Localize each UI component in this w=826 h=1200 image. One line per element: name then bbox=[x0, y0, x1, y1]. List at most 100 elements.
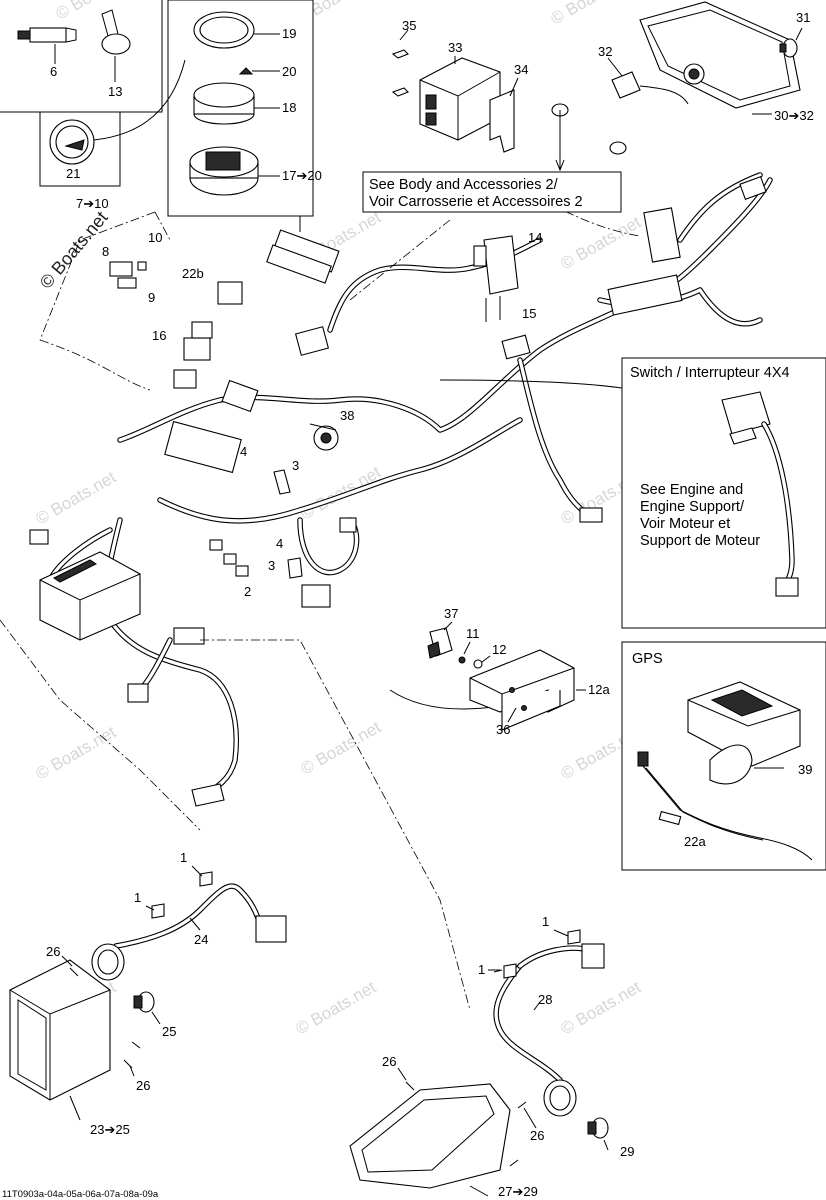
part-label: 26 bbox=[530, 1128, 544, 1143]
part-label: 21 bbox=[66, 166, 80, 181]
leader-line bbox=[93, 59, 186, 141]
part-label: 1 bbox=[478, 962, 485, 977]
fuse-block bbox=[266, 244, 332, 284]
relay-16-base bbox=[173, 369, 197, 389]
grease-tube bbox=[29, 27, 67, 43]
harness-left-drop bbox=[103, 517, 239, 798]
gps-cable-2 bbox=[645, 767, 764, 841]
socket-29-ring-inner bbox=[549, 1085, 571, 1111]
relay-22b bbox=[217, 281, 243, 305]
part-label: 22a bbox=[684, 834, 706, 849]
switch-box-title: Switch / Interrupteur 4X4 bbox=[630, 365, 790, 381]
cluster-bezel bbox=[647, 9, 791, 101]
gauge-display bbox=[205, 151, 241, 171]
module-33 bbox=[391, 29, 627, 155]
part-label: 9 bbox=[148, 290, 155, 305]
part-label: 15 bbox=[522, 306, 536, 321]
screw-26 bbox=[509, 1159, 519, 1167]
part-label: 4 bbox=[276, 536, 283, 551]
leader-line bbox=[61, 955, 73, 967]
inset-box-21 bbox=[39, 59, 186, 187]
part-label: 17➔20 bbox=[282, 168, 322, 183]
decal-21-inner bbox=[55, 125, 89, 159]
gps-box-frame bbox=[621, 641, 826, 871]
headlight-27 bbox=[349, 1083, 511, 1189]
leader-line bbox=[507, 707, 517, 723]
harness-loop-inner bbox=[298, 518, 359, 575]
watermark: © Boats.net bbox=[558, 212, 645, 273]
leader-line bbox=[129, 1065, 135, 1077]
bracket-flange bbox=[501, 690, 561, 731]
harness-branch-right-inner bbox=[518, 358, 592, 517]
body-note-box bbox=[362, 171, 622, 213]
part-label: 12 bbox=[492, 642, 506, 657]
connector-2 bbox=[223, 553, 237, 565]
part-label: 34 bbox=[514, 62, 528, 77]
relay bbox=[221, 379, 259, 413]
gps-unit-edge bbox=[687, 699, 801, 727]
rivet-36 bbox=[509, 687, 515, 693]
watermark: © Boats.net bbox=[33, 467, 120, 528]
bracket-3 bbox=[273, 469, 291, 495]
dashed-line bbox=[349, 219, 451, 301]
part-label: 27➔29 bbox=[498, 1184, 538, 1199]
bulb-29-base bbox=[587, 1121, 597, 1135]
part-label: 26 bbox=[382, 1054, 396, 1069]
switch-14 bbox=[483, 235, 519, 295]
gauge-ring-inner bbox=[199, 16, 249, 44]
leader-line bbox=[399, 29, 409, 41]
leader-line bbox=[509, 77, 519, 97]
headlight-23-lens bbox=[17, 999, 47, 1091]
screw-35 bbox=[391, 49, 409, 59]
part-label: 33 bbox=[448, 40, 462, 55]
right-headlight-harness bbox=[349, 929, 609, 1197]
connector-2 bbox=[209, 539, 223, 551]
inset-frame bbox=[39, 112, 121, 187]
screw-26 bbox=[131, 1041, 141, 1049]
connector bbox=[191, 783, 225, 807]
decal-21 bbox=[49, 119, 95, 165]
connector-32-wire bbox=[639, 85, 689, 105]
cluster-housing bbox=[639, 1, 801, 109]
part-label: 36 bbox=[496, 722, 510, 737]
part-label: 7➔10 bbox=[76, 196, 109, 211]
gps-plug bbox=[637, 751, 649, 767]
part-label: 1 bbox=[542, 914, 549, 929]
screw-35 bbox=[391, 87, 409, 97]
connector bbox=[173, 627, 205, 645]
gauge-lens-top bbox=[193, 82, 255, 108]
cluster-gauge-center bbox=[688, 68, 700, 80]
part-label: 22b bbox=[182, 266, 204, 281]
part-label: 8 bbox=[102, 244, 109, 259]
leader-line bbox=[443, 621, 453, 631]
leader-line bbox=[189, 917, 201, 931]
fuse-box-label bbox=[53, 559, 97, 583]
switch-4x4-box bbox=[621, 357, 826, 629]
part-label: 32 bbox=[598, 44, 612, 59]
headlight-27-lens bbox=[361, 1095, 495, 1173]
fuse-10 bbox=[137, 261, 147, 271]
body-note-line: See Body and Accessories 2/ bbox=[369, 177, 559, 193]
fuse-box bbox=[39, 551, 141, 641]
gauge-inset bbox=[167, 0, 314, 232]
part-label: 19 bbox=[282, 26, 296, 41]
part-label: 31 bbox=[796, 10, 810, 25]
drawing-code: 11T0903a-04a-05a-06a-07a-08a-09a bbox=[2, 1189, 159, 1200]
screw-26 bbox=[405, 1081, 415, 1091]
part-label: 1 bbox=[134, 890, 141, 905]
dashed-line bbox=[39, 339, 151, 391]
inset-box-top-left bbox=[0, 0, 163, 113]
grommet bbox=[609, 141, 627, 155]
connector-32 bbox=[611, 71, 641, 99]
bulb-25-base bbox=[133, 995, 143, 1009]
connector-bank bbox=[164, 420, 242, 474]
decal-21-logo bbox=[64, 139, 85, 151]
leader-line bbox=[145, 905, 155, 911]
component-38-center bbox=[320, 432, 332, 444]
part-label: 26 bbox=[46, 944, 60, 959]
leader-line bbox=[69, 1095, 81, 1121]
leader-line bbox=[481, 655, 491, 663]
grease-tube-cap bbox=[17, 30, 31, 40]
socket-25-ring-inner bbox=[97, 949, 119, 975]
